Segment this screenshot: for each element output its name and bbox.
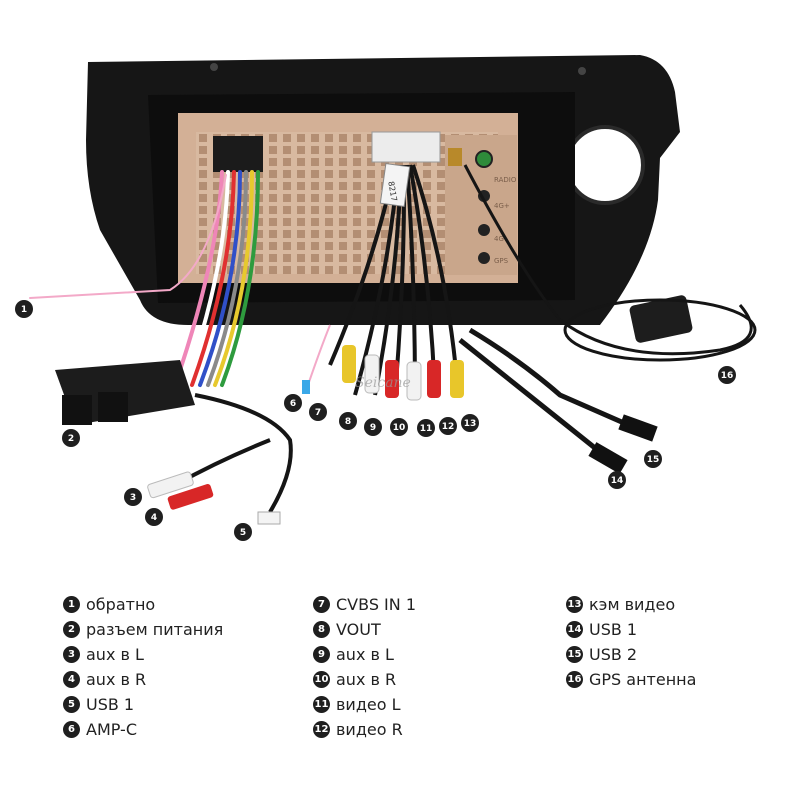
- legend-label: USB 2: [589, 645, 638, 664]
- callout-5: 5: [234, 523, 252, 541]
- power-harness: [29, 170, 260, 387]
- legend-label: USB 1: [86, 695, 135, 714]
- legend-item: 13 кэм видео: [566, 592, 696, 617]
- svg-text:2: 2: [68, 434, 74, 444]
- svg-text:1: 1: [21, 305, 27, 315]
- callout-11: 11: [417, 419, 435, 437]
- legend-number: 11: [313, 696, 330, 713]
- legend-number: 7: [313, 596, 330, 613]
- legend-item: 7 CVBS IN 1: [313, 592, 416, 617]
- legend-label: aux в L: [336, 645, 394, 664]
- legend-item: 9 aux в L: [313, 642, 416, 667]
- svg-text:8: 8: [345, 417, 351, 427]
- svg-text:9: 9: [370, 423, 376, 433]
- legend-label: VOUT: [336, 620, 381, 639]
- legend-item: 6 AMP-C: [63, 717, 223, 742]
- legend-label: AMP-C: [86, 720, 137, 739]
- svg-text:7: 7: [315, 408, 321, 418]
- legend-label: USB 1: [589, 620, 638, 639]
- legend-number: 10: [313, 671, 330, 688]
- legend-item: 5 USB 1: [63, 692, 223, 717]
- legend-item: 11 видео L: [313, 692, 416, 717]
- legend-number: 9: [313, 646, 330, 663]
- legend-label: CVBS IN 1: [336, 595, 417, 614]
- legend-item: 2 разъем питания: [63, 617, 223, 642]
- legend-number: 3: [63, 646, 80, 663]
- legend-number: 4: [63, 671, 80, 688]
- callout-15: 15: [644, 450, 662, 468]
- svg-text:3: 3: [130, 493, 136, 503]
- aux-cable: [147, 393, 293, 525]
- svg-text:15: 15: [647, 455, 660, 465]
- callout-8: 8: [339, 412, 357, 430]
- port-label-4g-minus: 4G-: [494, 235, 507, 243]
- callout-10: 10: [390, 418, 408, 436]
- legend-number: 1: [63, 596, 80, 613]
- power-connector: [55, 360, 195, 425]
- legend-number: 6: [63, 721, 80, 738]
- usb-cables: [458, 327, 658, 474]
- legend-number: 15: [566, 646, 583, 663]
- callout-16: 16: [718, 366, 736, 384]
- legend-label: обратно: [86, 595, 156, 614]
- legend-item: 10 aux в R: [313, 667, 416, 692]
- callout-14: 14: [608, 471, 626, 489]
- svg-text:5: 5: [240, 528, 246, 538]
- callout-3: 3: [124, 488, 142, 506]
- legend-column-3: 13 кэм видео 14 USB 1 15 USB 2 16 GPS антенн…: [566, 592, 696, 692]
- port-label-radio: RADIO: [494, 176, 517, 184]
- callout-7: 7: [309, 403, 327, 421]
- port-label-gps: GPS: [494, 257, 509, 265]
- legend-number: 8: [313, 621, 330, 638]
- legend-label: aux в L: [86, 645, 144, 664]
- callout-1: 1: [15, 300, 33, 318]
- legend-label: видео L: [336, 695, 401, 714]
- legend: 1 обратно 2 разъем питания 3 aux в L 4 aux в…: [0, 592, 800, 752]
- callouts: 1 2 3 4 5 6 7 8 9 10 11 12 13 14 15 16: [15, 300, 736, 541]
- gps-antenna: [463, 164, 757, 362]
- svg-text:12: 12: [442, 422, 455, 432]
- brand-watermark: Seicane: [355, 375, 411, 391]
- port-label-4g-plus: 4G+: [494, 202, 510, 210]
- legend-number: 5: [63, 696, 80, 713]
- legend-label: кэм видео: [589, 595, 676, 614]
- legend-column-2: 7 CVBS IN 1 8 VOUT 9 aux в L 10 aux в R 11 ви…: [313, 592, 416, 742]
- legend-number: 16: [566, 671, 583, 688]
- legend-label: разъем питания: [86, 620, 224, 639]
- legend-number: 13: [566, 596, 583, 613]
- legend-item: 3 aux в L: [63, 642, 223, 667]
- callout-2: 2: [62, 429, 80, 447]
- legend-column-1: 1 обратно 2 разъем питания 3 aux в L 4 aux в…: [63, 592, 223, 742]
- legend-number: 14: [566, 621, 583, 638]
- svg-text:10: 10: [393, 423, 406, 433]
- rca-cables: 8217 Seicane: [302, 162, 464, 401]
- callout-6: 6: [284, 394, 302, 412]
- chassis: RADIO 4G+ 4G- GPS: [178, 113, 518, 283]
- legend-item: 8 VOUT: [313, 617, 416, 642]
- svg-text:6: 6: [290, 399, 296, 409]
- legend-label: aux в R: [336, 670, 397, 689]
- legend-item: 4 aux в R: [63, 667, 223, 692]
- legend-label: aux в R: [86, 670, 147, 689]
- svg-text:16: 16: [721, 371, 734, 381]
- legend-item: 1 обратно: [63, 592, 223, 617]
- callout-9: 9: [364, 418, 382, 436]
- callout-13: 13: [461, 414, 479, 432]
- legend-label: GPS антенна: [589, 670, 697, 689]
- legend-item: 15 USB 2: [566, 642, 696, 667]
- connector-tag: 8217: [386, 181, 398, 203]
- legend-number: 2: [63, 621, 80, 638]
- svg-text:14: 14: [611, 476, 624, 486]
- legend-item: 16 GPS антенна: [566, 667, 696, 692]
- svg-text:11: 11: [420, 424, 433, 434]
- legend-item: 14 USB 1: [566, 617, 696, 642]
- legend-item: 12 видео R: [313, 717, 416, 742]
- callout-4: 4: [145, 508, 163, 526]
- callout-12: 12: [439, 417, 457, 435]
- legend-number: 12: [313, 721, 330, 738]
- legend-label: видео R: [336, 720, 403, 739]
- svg-text:4: 4: [151, 513, 157, 523]
- svg-text:13: 13: [464, 419, 477, 429]
- product-photo: RADIO 4G+ 4G- GPS: [15, 55, 757, 541]
